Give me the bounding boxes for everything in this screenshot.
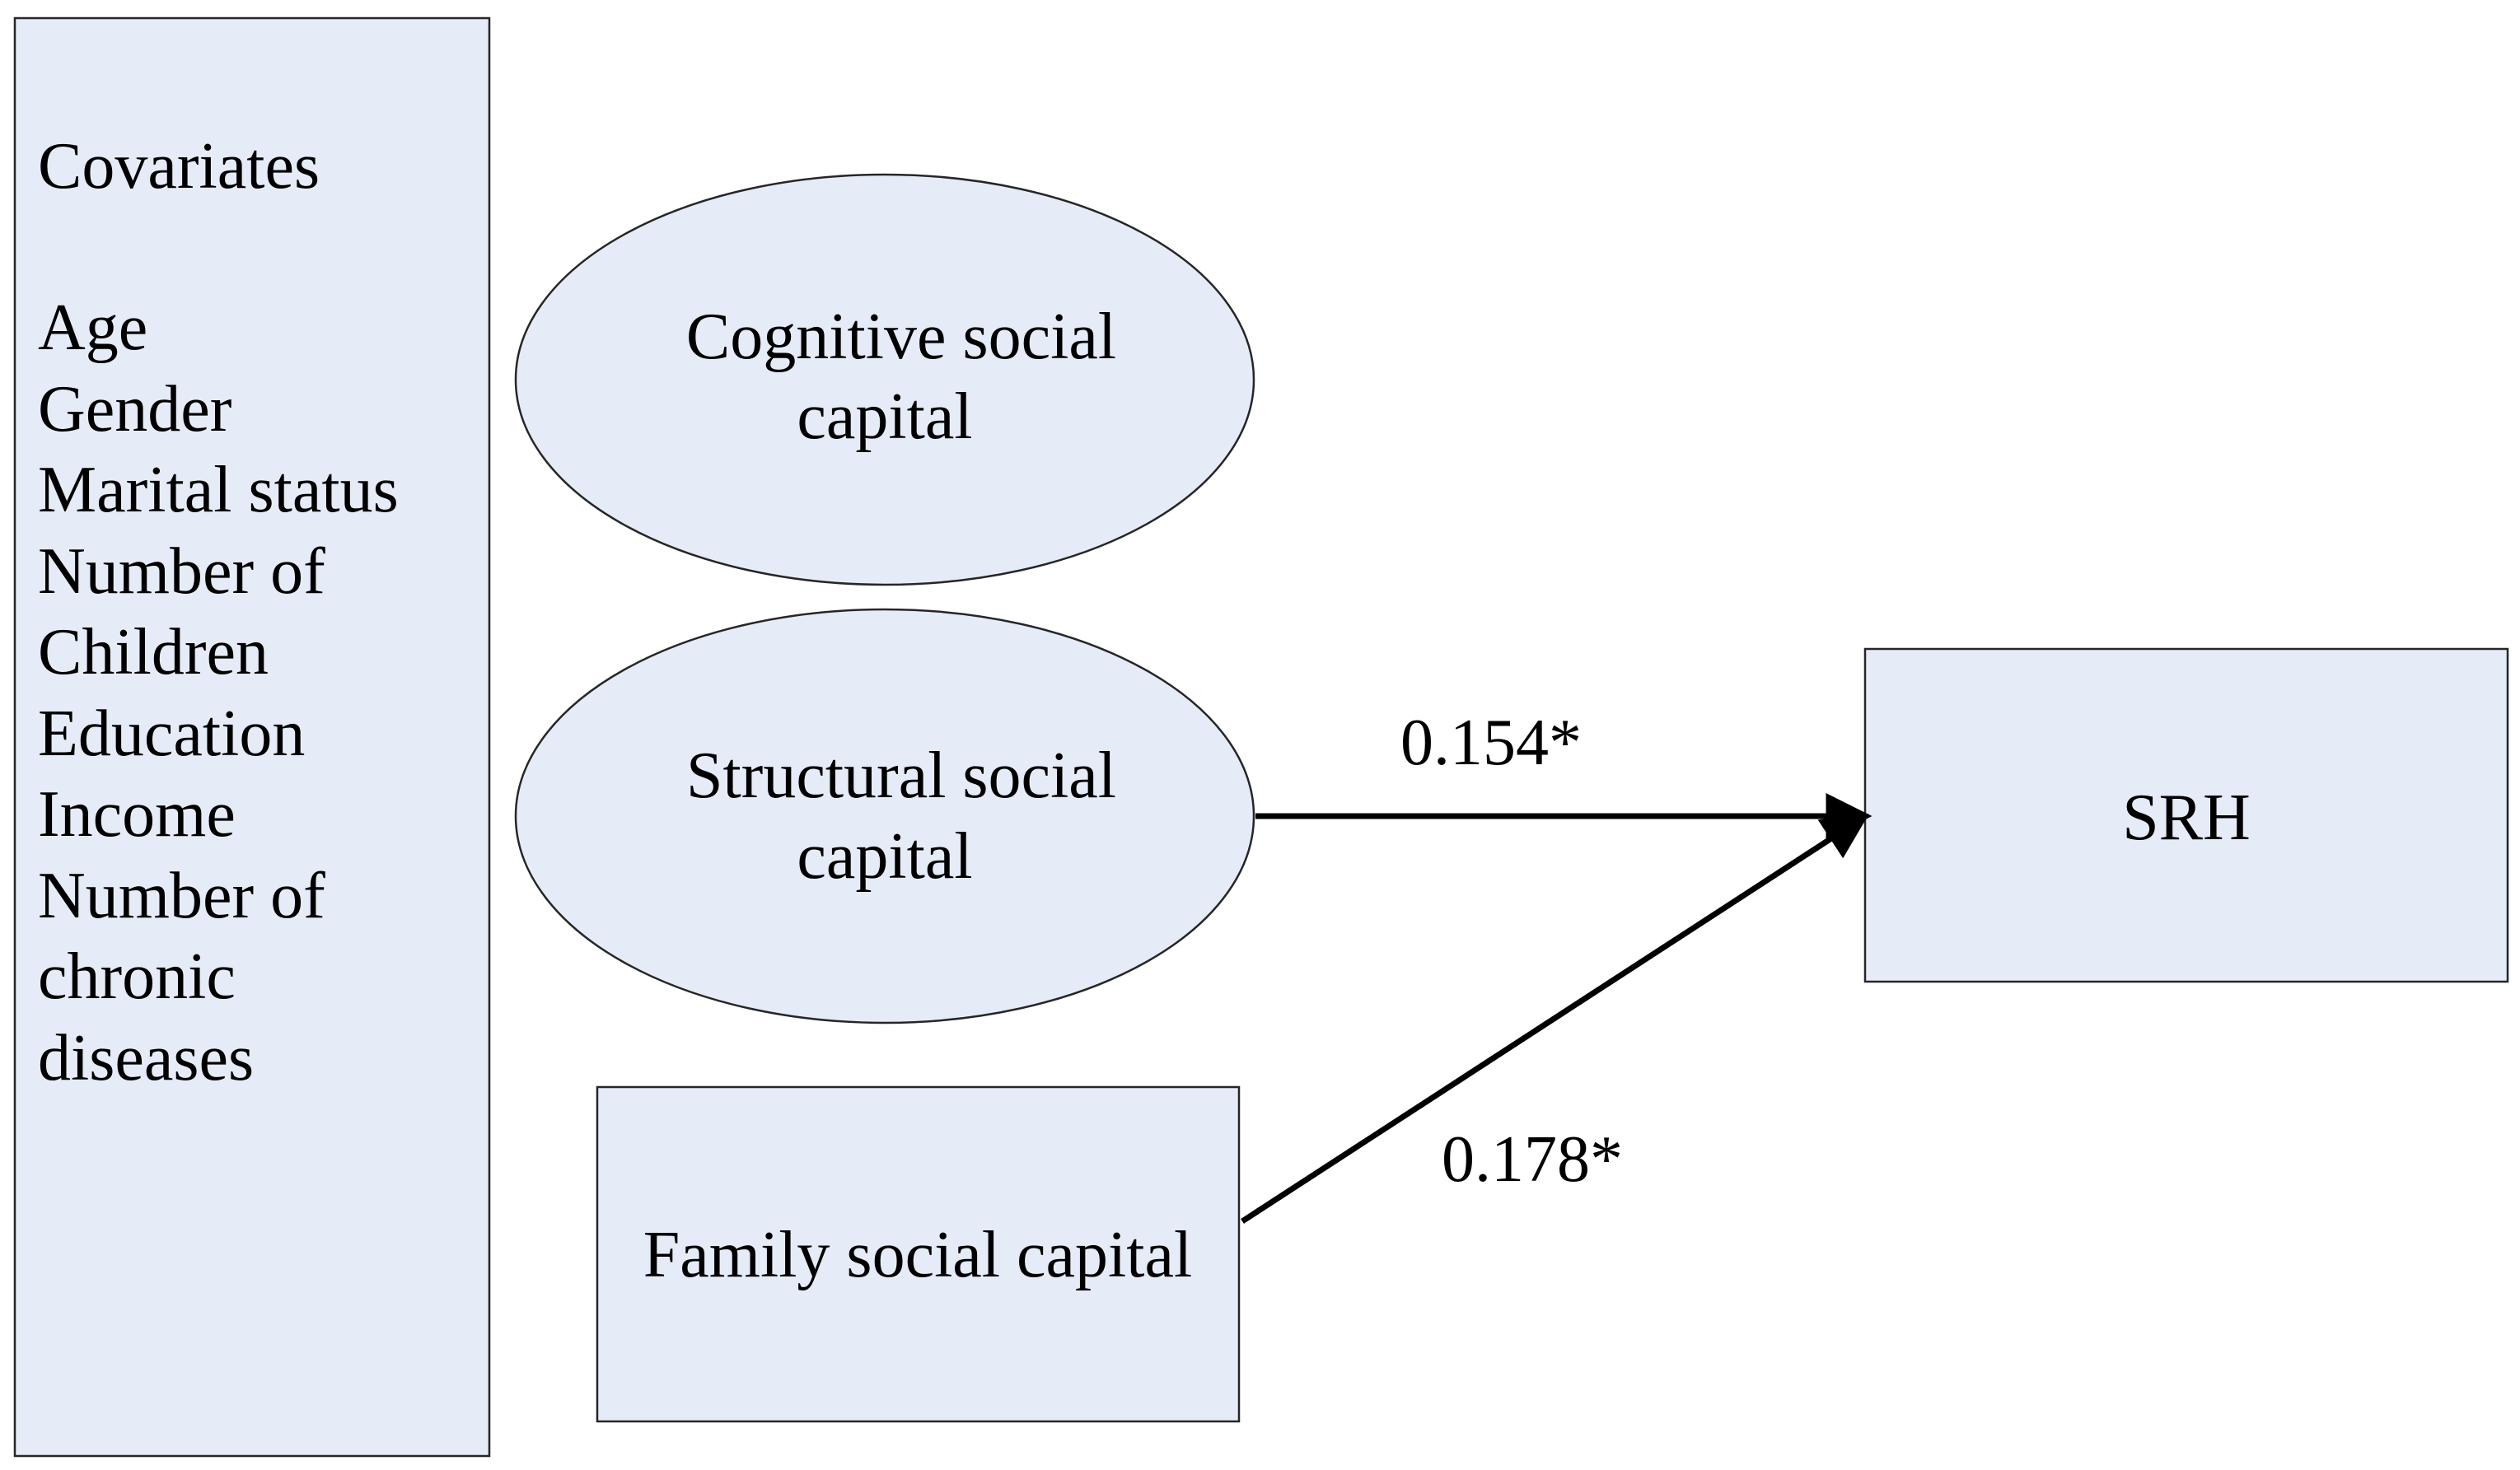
covariate-children-line1: Number of [38,535,325,608]
structural-social-capital-ellipse [514,608,1255,1024]
family-social-capital-box [596,1085,1241,1423]
family-social-capital-label: Family social capital [643,1219,1192,1291]
srh-label: SRH [2122,782,2251,854]
covariates-heading: Covariates [38,130,320,203]
covariate-chronic-line1: Number of [38,860,325,932]
covariate-income: Income [38,778,236,851]
covariate-chronic-line2: chronic [38,940,236,1013]
family-to-srh-coefficient: 0.178* [1442,1123,1623,1196]
cognitive-social-capital-label-line1: Cognitive social [686,301,1116,373]
srh-box [1863,647,2509,983]
covariates-panel: Covariates Age Gender Marital status Num… [13,16,491,1458]
structural-social-capital-node: Structural social capital [514,608,1255,1024]
family-social-capital-node: Family social capital [596,1085,1241,1423]
structural-to-srh-coefficient: 0.154* [1400,707,1582,779]
structural-social-capital-label-line1: Structural social [686,740,1116,812]
cognitive-social-capital-ellipse [514,173,1255,586]
cognitive-social-capital-label-line2: capital [797,380,972,453]
srh-node: SRH [1863,647,2509,983]
covariate-gender: Gender [38,373,231,446]
covariate-chronic-line3: diseases [38,1022,254,1094]
cognitive-social-capital-node: Cognitive social capital [514,173,1255,586]
family-to-srh-arrow [1241,814,1869,1224]
covariate-education: Education [38,698,305,770]
structural-social-capital-label-line2: capital [797,820,972,893]
covariate-age: Age [38,292,147,364]
covariates-box [13,16,491,1458]
covariate-children-line2: Children [38,616,269,688]
covariate-marital-status: Marital status [38,454,399,526]
